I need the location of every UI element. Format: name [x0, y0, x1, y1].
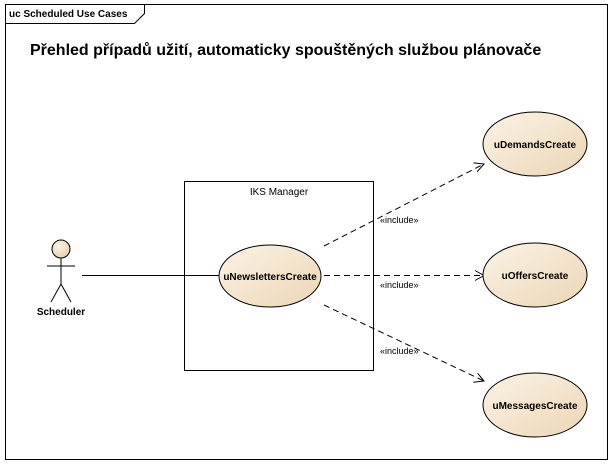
system-boundary-label: IKS Manager	[250, 187, 309, 198]
actor-scheduler[interactable]	[47, 239, 75, 303]
use-case-messages[interactable]: uMessagesCreate	[482, 372, 588, 438]
use-case-newsletters[interactable]: uNewslettersCreate	[218, 244, 322, 308]
diagram-frame	[5, 4, 608, 460]
diagram-title: Přehled případů užití, automaticky spouš…	[30, 42, 541, 59]
use-case-demands-label: uDemandsCreate	[494, 140, 577, 151]
include-label-demands: «include»	[380, 215, 419, 225]
use-case-demands[interactable]: uDemandsCreate	[482, 111, 588, 177]
actor-label: Scheduler	[37, 307, 85, 318]
frame-label-tab	[5, 4, 145, 24]
use-case-newsletters-label: uNewslettersCreate	[223, 272, 317, 283]
actor-head	[51, 239, 71, 259]
include-arrow-messages[interactable]	[323, 304, 485, 383]
use-case-offers-label: uOffersCreate	[502, 271, 569, 282]
frame-label: uc Scheduled Use Cases	[9, 9, 128, 20]
include-label-messages: «include»	[380, 346, 419, 356]
use-case-offers[interactable]: uOffersCreate	[482, 242, 588, 308]
include-label-offers: «include»	[380, 280, 419, 290]
use-case-messages-label: uMessagesCreate	[492, 401, 577, 412]
include-arrow-demands[interactable]	[323, 162, 486, 247]
